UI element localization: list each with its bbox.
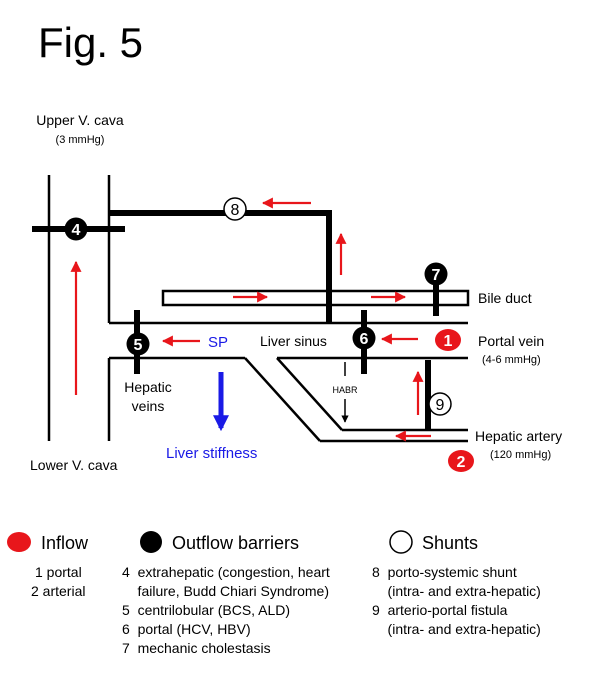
marker-1-label: 1 — [444, 333, 453, 350]
marker-6-circle — [352, 326, 376, 350]
marker-7: 7 — [424, 262, 448, 286]
legend: Inflow 1 portal 2 arterial Outflow barri… — [7, 530, 541, 656]
marker-1: 1 — [435, 329, 461, 351]
legend-outflow-item-2: failure, Budd Chiari Syndrome) — [122, 583, 329, 599]
sinus-diagonal-inner — [276, 357, 343, 431]
upper-cava-label: Upper V. cava — [36, 112, 124, 128]
barrier-bars — [32, 226, 439, 430]
bile-duct-label: Bile duct — [478, 290, 532, 306]
lower-cava-label: Lower V. cava — [30, 457, 118, 473]
legend-shunts-item-2: (intra- and extra-hepatic) — [372, 583, 541, 599]
hepatic-artery-label: Hepatic artery — [475, 428, 562, 444]
figure-title: Fig. 5 — [38, 19, 143, 66]
sp-label: SP — [208, 334, 228, 351]
upper-cava-pressure: (3 mmHg) — [56, 134, 105, 146]
marker-1-circle — [435, 329, 461, 351]
diagram-labels: Upper V. cava (3 mmHg) Lower V. cava Hep… — [30, 112, 562, 473]
marker-4-circle — [64, 217, 88, 241]
legend-shunts-swatch — [389, 530, 413, 554]
marker-7-circle — [424, 262, 448, 286]
liver-stiffness-label: Liver stiffness — [166, 445, 257, 462]
flow-arrows — [70, 197, 431, 442]
marker-4-label: 4 — [72, 222, 81, 239]
legend-outflow-title: Outflow barriers — [172, 533, 299, 553]
marker-6: 6 — [352, 326, 376, 350]
sinus-diagonal-outer — [244, 357, 321, 442]
marker-5-circle — [126, 332, 150, 356]
legend-inflow-title: Inflow — [41, 533, 89, 553]
legend-inflow-swatch — [7, 532, 31, 552]
legend-inflow-item-1: 1 portal — [35, 564, 82, 580]
legend-shunts-item-1: 8 porto-systemic shunt — [372, 564, 517, 580]
marker-2-label: 2 — [457, 454, 466, 471]
marker-8: 8 — [223, 197, 247, 221]
legend-outflow-item-1: 4 extrahepatic (congestion, heart — [122, 564, 330, 580]
marker-6-label: 6 — [360, 331, 369, 348]
liver-sinus-label: Liver sinus — [260, 333, 327, 349]
marker-8-circle — [223, 197, 247, 221]
marker-2-circle — [448, 450, 474, 472]
legend-shunts-item-4: (intra- and extra-hepatic) — [372, 621, 541, 637]
hepatic-veins-label-2: veins — [132, 398, 165, 414]
shunt-8-path — [109, 210, 332, 323]
legend-inflow-item-2: 2 arterial — [31, 583, 85, 599]
marker-4: 4 — [64, 217, 88, 241]
marker-9-label: 9 — [436, 397, 445, 414]
marker-9: 9 — [428, 392, 452, 416]
marker-7-label: 7 — [432, 267, 441, 284]
legend-outflow-item-5: 7 mechanic cholestasis — [122, 640, 271, 656]
legend-shunts-item-3: 9 arterio-portal fistula — [372, 602, 508, 618]
marker-2: 2 — [448, 450, 474, 472]
marker-5: 5 — [126, 332, 150, 356]
legend-outflow-item-3: 5 centrilobular (BCS, ALD) — [122, 602, 290, 618]
marker-8-label: 8 — [231, 202, 240, 219]
vessel-lines — [47, 175, 468, 443]
marker-9-circle — [428, 392, 452, 416]
portal-pressure-label: (4-6 mmHg) — [482, 354, 541, 366]
legend-outflow-item-4: 6 portal (HCV, HBV) — [122, 621, 251, 637]
legend-shunts-title: Shunts — [422, 533, 478, 553]
legend-outflow-swatch — [140, 531, 162, 553]
habr-label: HABR — [332, 385, 358, 395]
portal-vein-label: Portal vein — [478, 333, 544, 349]
hepatic-veins-label-1: Hepatic — [124, 379, 171, 395]
bile-duct-tube — [161, 289, 470, 307]
artery-pressure-label: (120 mmHg) — [490, 449, 551, 461]
marker-5-label: 5 — [134, 337, 143, 354]
